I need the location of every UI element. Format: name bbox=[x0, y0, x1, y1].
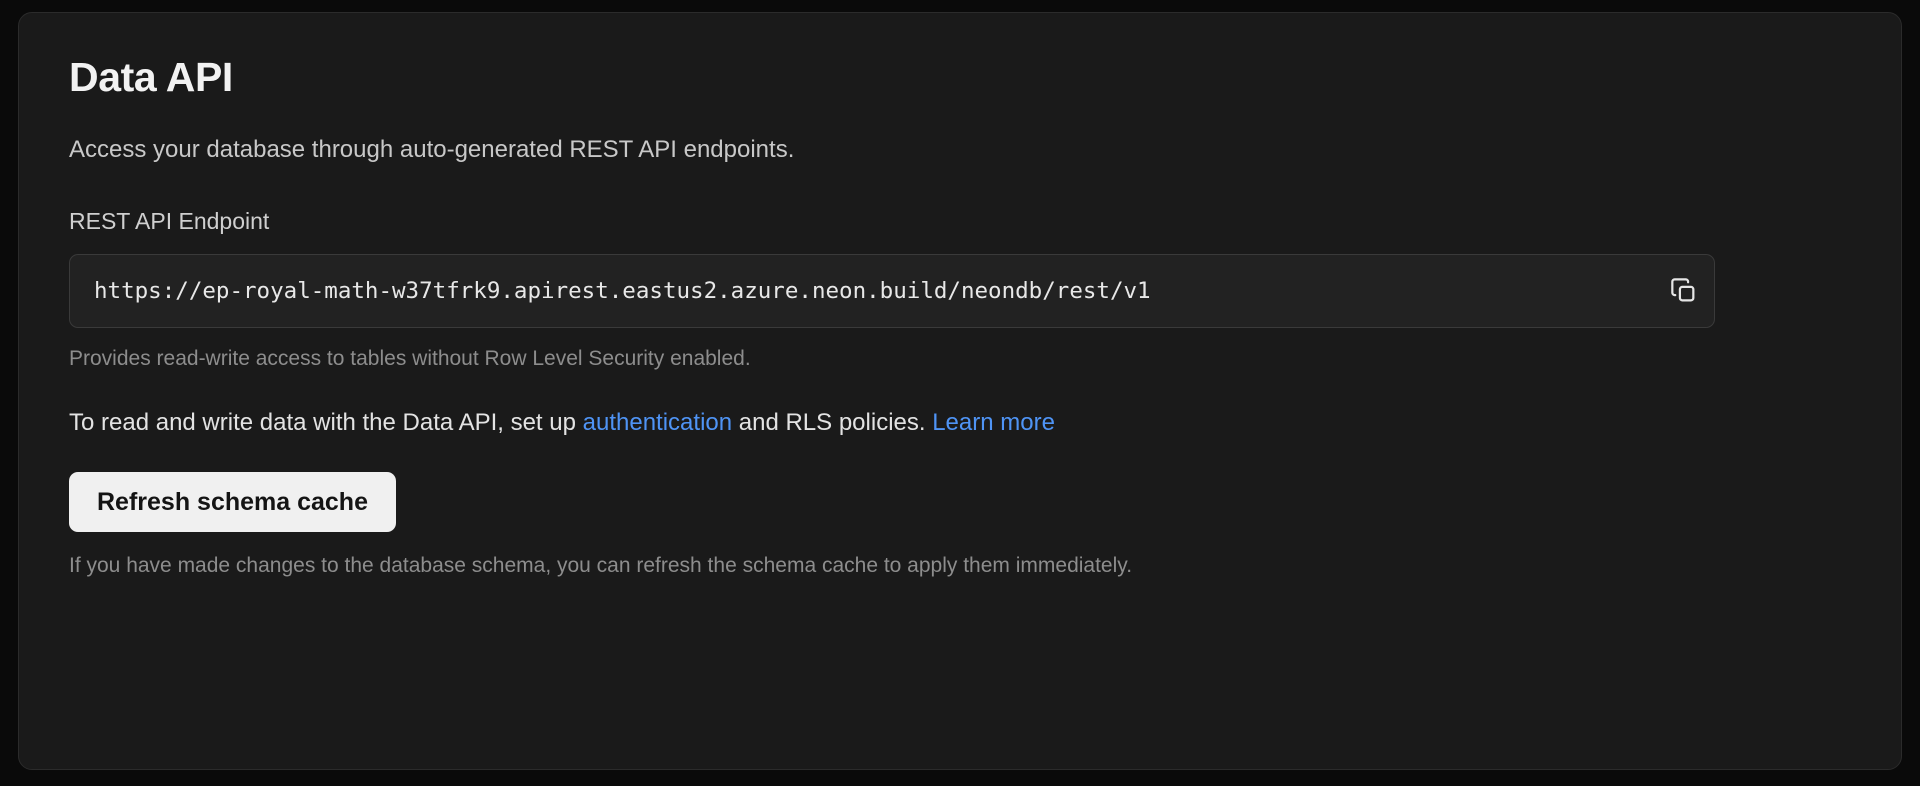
copy-icon bbox=[1670, 277, 1698, 305]
endpoint-input[interactable]: https://ep-royal-math-w37tfrk9.apirest.e… bbox=[94, 277, 1151, 304]
info-paragraph-before: To read and write data with the Data API… bbox=[69, 408, 583, 436]
info-paragraph-middle: and RLS policies. bbox=[732, 408, 933, 436]
learn-more-link[interactable]: Learn more bbox=[932, 408, 1055, 436]
endpoint-hint: Provides read-write access to tables wit… bbox=[69, 346, 751, 370]
info-paragraph: To read and write data with the Data API… bbox=[69, 409, 1901, 438]
endpoint-input-row[interactable]: https://ep-royal-math-w37tfrk9.apirest.e… bbox=[69, 253, 1715, 328]
rest-api-endpoint-label: REST API Endpoint bbox=[69, 207, 270, 234]
authentication-link[interactable]: authentication bbox=[582, 408, 733, 436]
page-title: Data API bbox=[69, 54, 233, 100]
refresh-footnote: If you have made changes to the database… bbox=[69, 553, 1133, 577]
refresh-schema-cache-button[interactable]: Refresh schema cache bbox=[69, 471, 396, 532]
card-description: Access your database through auto-genera… bbox=[69, 136, 795, 163]
copy-endpoint-button[interactable] bbox=[1654, 254, 1714, 328]
data-api-card: Data API Access your database through au… bbox=[18, 12, 1902, 770]
